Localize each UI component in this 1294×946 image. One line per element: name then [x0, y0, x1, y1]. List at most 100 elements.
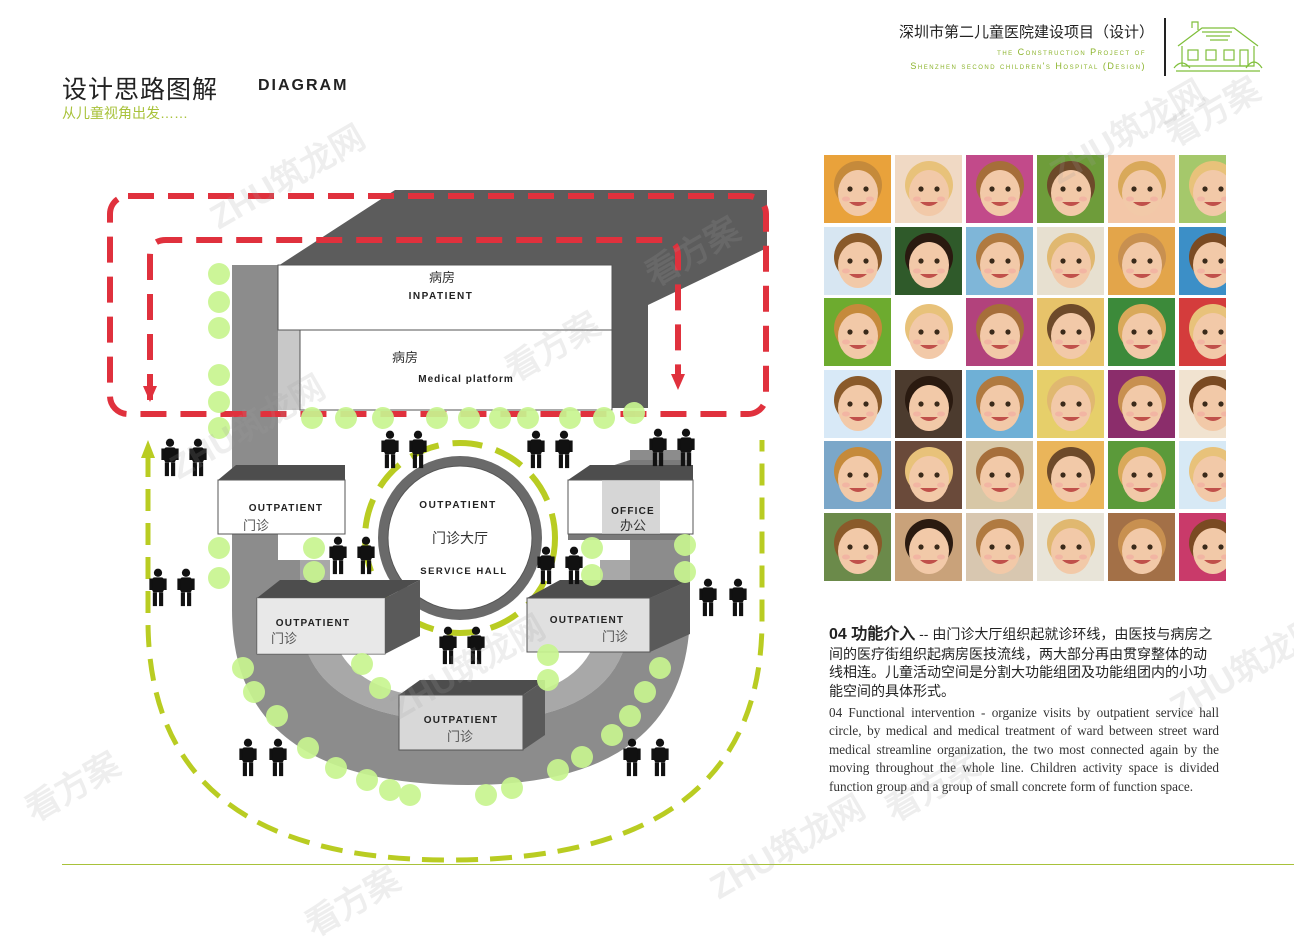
person-icon — [381, 430, 399, 469]
child-face-photo — [824, 441, 891, 509]
person-icon — [177, 568, 195, 607]
tree-marker — [593, 407, 615, 429]
child-face-icon — [1189, 304, 1226, 359]
child-face-photo — [1179, 512, 1226, 581]
green-dashed-outer-loop — [145, 440, 765, 863]
child-face-icon — [1118, 304, 1166, 359]
child-face-icon — [1047, 375, 1095, 431]
child-face-icon — [1118, 161, 1166, 216]
outpatient-bottom-en: OUTPATIENT — [424, 715, 498, 726]
child-face-icon — [1047, 518, 1095, 574]
u-shaped-corridor — [232, 450, 690, 785]
tree-marker — [208, 364, 230, 386]
tree-marker — [601, 724, 623, 746]
child-face-photo — [1179, 369, 1226, 438]
child-face-icon — [1047, 304, 1095, 359]
child-face-icon — [1189, 375, 1226, 431]
child-face-photo — [895, 155, 962, 223]
person-icon — [189, 438, 207, 477]
tree-marker — [517, 407, 539, 429]
child-face-icon — [834, 232, 882, 288]
tree-marker — [634, 681, 656, 703]
person-icon — [239, 738, 257, 777]
description-cn: 04 功能介入 -- 由门诊大厅组织起就诊环线，由医技与病房之间的医疗街组织起病… — [829, 625, 1219, 700]
child-face-icon — [1047, 161, 1095, 216]
child-face-icon — [976, 518, 1024, 574]
red-arrow-right-icon — [671, 374, 685, 390]
outpatient-left-cn: 门诊 — [243, 518, 269, 533]
tree-marker — [297, 737, 319, 759]
child-face-icon — [834, 304, 882, 359]
tree-marker — [208, 417, 230, 439]
description-en: 04 Functional intervention - organize vi… — [829, 705, 1219, 794]
person-icon — [149, 568, 167, 607]
child-face-photo — [966, 441, 1033, 509]
tree-marker — [537, 669, 559, 691]
child-face-photo — [966, 512, 1033, 581]
child-face-photo — [966, 226, 1033, 295]
child-face-photo — [1108, 298, 1175, 366]
tree-marker — [351, 653, 373, 675]
child-face-icon — [905, 518, 953, 574]
outpatient-lower-left-en: OUTPATIENT — [276, 618, 350, 629]
inpatient-block — [277, 264, 613, 331]
tree-marker — [581, 564, 603, 586]
person-icon — [329, 536, 347, 575]
child-face-photo — [1108, 226, 1175, 295]
child-face-photo — [966, 155, 1033, 223]
watermark-text: 看方案 — [1159, 70, 1267, 155]
hospital-sketch-logo-icon — [1173, 21, 1263, 72]
left-corridor — [232, 265, 278, 610]
outpatient-block-lower-right — [526, 597, 651, 653]
children-photo-grid — [824, 155, 1226, 583]
child-face-icon — [1047, 447, 1095, 502]
tree-marker — [232, 657, 254, 679]
child-face-icon — [1118, 375, 1166, 431]
outpatient-lower-left-cn: 门诊 — [271, 631, 297, 646]
child-face-icon — [1189, 232, 1226, 288]
child-face-photo — [1108, 512, 1175, 581]
tree-marker — [674, 534, 696, 556]
tree-marker — [266, 705, 288, 727]
tree-marker — [208, 317, 230, 339]
tree-marker — [303, 561, 325, 583]
tree-marker — [581, 537, 603, 559]
child-face-icon — [905, 375, 953, 431]
tree-marker — [489, 407, 511, 429]
child-face-photo — [824, 369, 891, 438]
footer-divider — [62, 864, 1294, 865]
red-arrow-left-icon — [143, 386, 157, 402]
child-face-photo — [966, 298, 1033, 366]
description-cn-body: -- 由门诊大厅组织起就诊环线，由医技与病房之间的医疗街组织起病房医技流线，两大… — [829, 626, 1213, 699]
watermark-text: 看方案 — [299, 860, 407, 945]
tree-markers — [208, 263, 696, 806]
medical-platform-block — [299, 329, 613, 411]
tree-marker — [369, 677, 391, 699]
child-face-photo — [1179, 441, 1226, 509]
child-face-icon — [976, 304, 1024, 359]
person-icon — [409, 430, 427, 469]
child-face-photo — [1037, 512, 1104, 581]
outpatient-lower-right-en: OUTPATIENT — [550, 615, 624, 626]
tree-marker — [426, 407, 448, 429]
tree-marker — [208, 291, 230, 313]
tree-marker — [335, 407, 357, 429]
child-face-photo — [1037, 441, 1104, 509]
person-icon — [555, 430, 573, 469]
outpatient-block-left — [217, 479, 346, 535]
child-face-photo — [895, 369, 962, 438]
tree-marker — [571, 746, 593, 768]
tree-marker — [399, 784, 421, 806]
child-face-icon — [1118, 518, 1166, 574]
tree-marker — [303, 537, 325, 559]
medical-label-cn: 病房 — [392, 350, 418, 365]
tree-marker — [301, 407, 323, 429]
child-face-icon — [1189, 161, 1226, 216]
green-arrow-up-icon — [141, 440, 155, 458]
child-face-photo — [824, 298, 891, 366]
child-face-photo — [1037, 369, 1104, 438]
child-face-photo — [1108, 155, 1175, 223]
person-icon — [729, 578, 747, 617]
child-face-photo — [824, 512, 891, 581]
description-block: 04 功能介入 -- 由门诊大厅组织起就诊环线，由医技与病房之间的医疗街组织起病… — [829, 625, 1219, 796]
